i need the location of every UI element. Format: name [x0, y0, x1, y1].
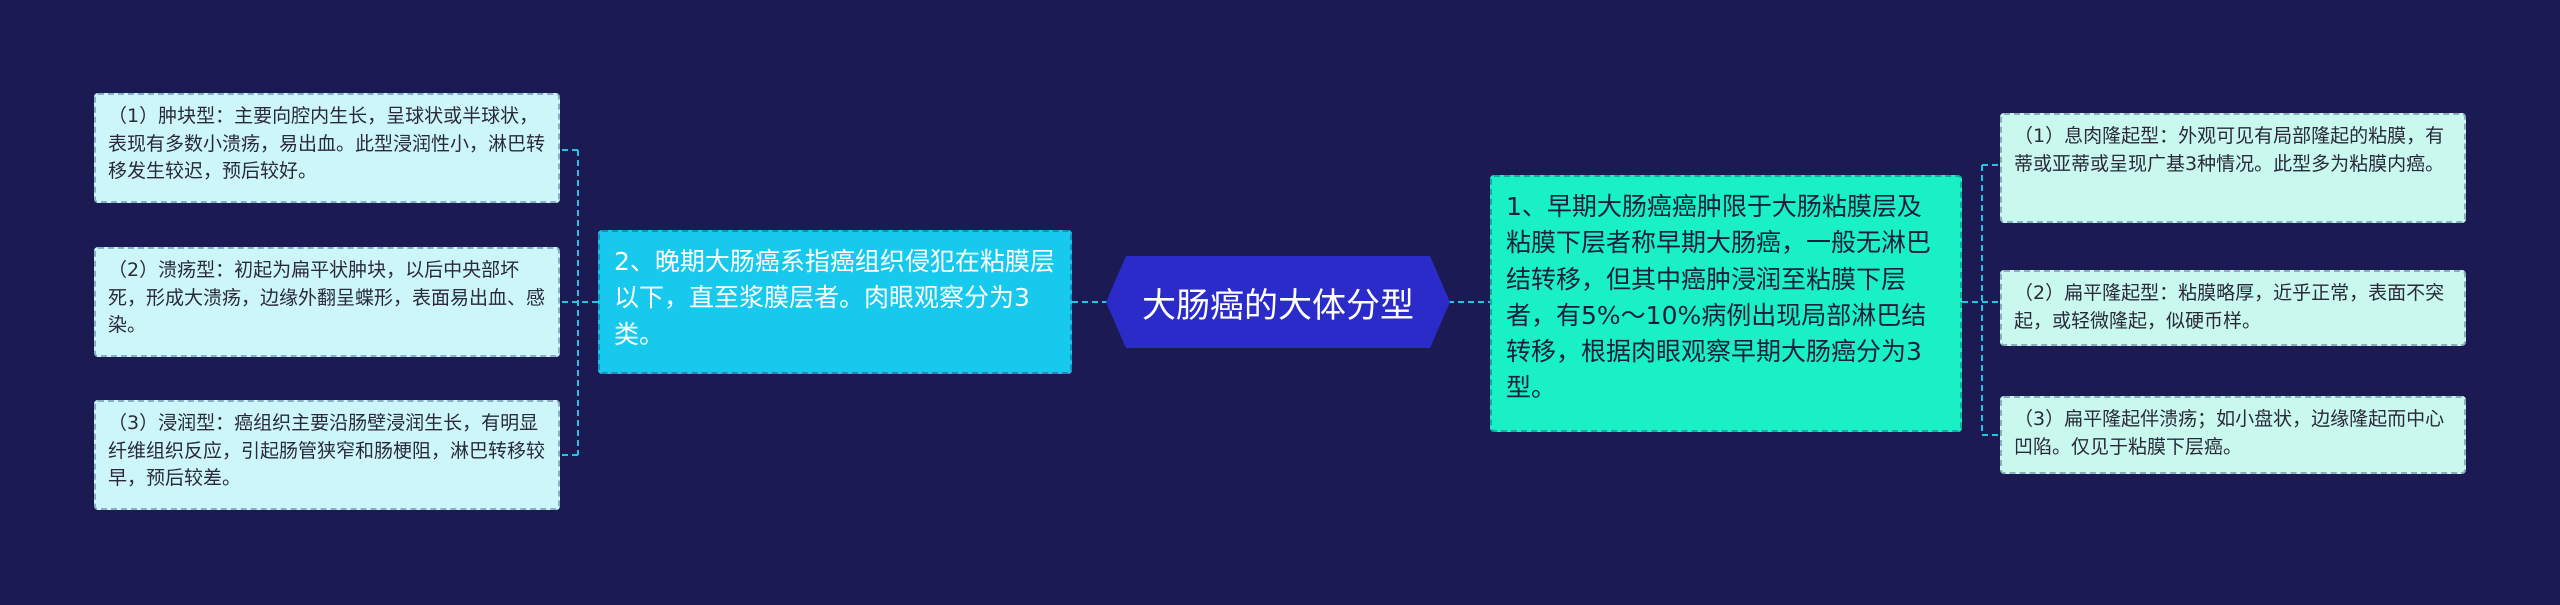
right-leaf-3[interactable]: （3）扁平隆起伴溃疡；如小盘状，边缘隆起而中心凹陷。仅见于粘膜下层癌。	[2000, 396, 2466, 474]
right-branch-node[interactable]: 1、早期大肠癌癌肿限于大肠粘膜层及粘膜下层者称早期大肠癌，一般无淋巴结转移，但其…	[1490, 175, 1962, 432]
left-leaf-2[interactable]: （2）溃疡型：初起为扁平状肿块，以后中央部坏死，形成大溃疡，边缘外翻呈蝶形，表面…	[94, 247, 560, 357]
connector-left-tree	[560, 149, 598, 456]
right-leaf-3-text: （3）扁平隆起伴溃疡；如小盘状，边缘隆起而中心凹陷。仅见于粘膜下层癌。	[2014, 408, 2445, 458]
connector-right-tree	[1962, 164, 2000, 436]
left-leaf-1-text: （1）肿块型：主要向腔内生长，呈球状或半球状，表现有多数小溃疡，易出血。此型浸润…	[108, 105, 546, 183]
left-leaf-3-text: （3）浸润型：癌组织主要沿肠壁浸润生长，有明显纤维组织反应，引起肠管狭窄和肠梗阻…	[108, 412, 546, 490]
left-leaf-3[interactable]: （3）浸润型：癌组织主要沿肠壁浸润生长，有明显纤维组织反应，引起肠管狭窄和肠梗阻…	[94, 400, 560, 510]
left-leaf-1[interactable]: （1）肿块型：主要向腔内生长，呈球状或半球状，表现有多数小溃疡，易出血。此型浸润…	[94, 93, 560, 203]
right-leaf-2-text: （2）扁平隆起型：粘膜略厚，近乎正常，表面不突起，或轻微隆起，似硬币样。	[2014, 282, 2445, 332]
center-title: 大肠癌的大体分型	[1142, 285, 1414, 326]
right-branch-text: 1、早期大肠癌癌肿限于大肠粘膜层及粘膜下层者称早期大肠癌，一般无淋巴结转移，但其…	[1506, 192, 1932, 403]
center-node[interactable]: 大肠癌的大体分型	[1106, 256, 1450, 348]
right-leaf-1-text: （1）息肉隆起型：外观可见有局部隆起的粘膜，有蒂或亚蒂或呈现广基3种情况。此型多…	[2014, 125, 2445, 175]
left-branch-text: 2、晚期大肠癌系指癌组织侵犯在粘膜层以下，直至浆膜层者。肉眼观察分为3类。	[614, 247, 1055, 349]
left-branch-node[interactable]: 2、晚期大肠癌系指癌组织侵犯在粘膜层以下，直至浆膜层者。肉眼观察分为3类。	[598, 230, 1072, 374]
right-leaf-2[interactable]: （2）扁平隆起型：粘膜略厚，近乎正常，表面不突起，或轻微隆起，似硬币样。	[2000, 270, 2466, 346]
right-leaf-1[interactable]: （1）息肉隆起型：外观可见有局部隆起的粘膜，有蒂或亚蒂或呈现广基3种情况。此型多…	[2000, 113, 2466, 223]
center-hexagon-shape	[1106, 256, 1450, 348]
left-leaf-2-text: （2）溃疡型：初起为扁平状肿块，以后中央部坏死，形成大溃疡，边缘外翻呈蝶形，表面…	[108, 259, 546, 337]
